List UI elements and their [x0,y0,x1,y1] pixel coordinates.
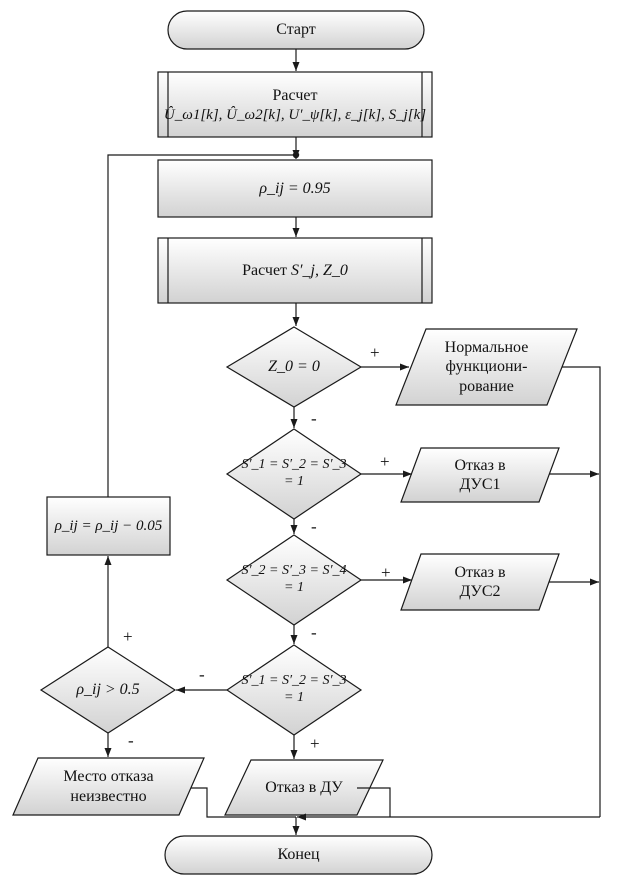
start-terminator [167,10,425,50]
line-unknown-merge [191,787,296,818]
end-terminator [164,835,433,875]
d1-no-sign: - [311,409,317,428]
d5-no-sign: - [128,731,134,750]
d1-yes-sign: + [370,343,380,362]
decision-s123-b [225,644,363,736]
line-du-merge [357,787,391,817]
line-update-loop [107,154,296,497]
out-dus1-io [400,447,560,503]
out-dus2-io [400,553,560,611]
calc1-process [157,71,433,138]
junction-dot [292,151,300,159]
decision-s123-a [225,428,363,520]
d3-yes-sign: + [381,563,391,582]
decision-s234 [225,534,363,626]
out-normal-io [395,328,578,406]
rho-update-process [46,496,171,556]
d4-no-sign: - [199,665,205,684]
out-du-io [224,759,384,816]
d5-yes-sign: + [123,627,133,646]
calc2-process [157,237,433,304]
d4-yes-sign: + [310,734,320,753]
decision-z0 [225,326,363,408]
d2-yes-sign: + [380,452,390,471]
decision-rho [39,646,177,734]
d3-no-sign: - [311,623,317,642]
out-unknown-io [12,757,205,816]
d2-no-sign: - [311,517,317,536]
line-normal-right [562,366,601,817]
rho-init-process [157,159,433,218]
